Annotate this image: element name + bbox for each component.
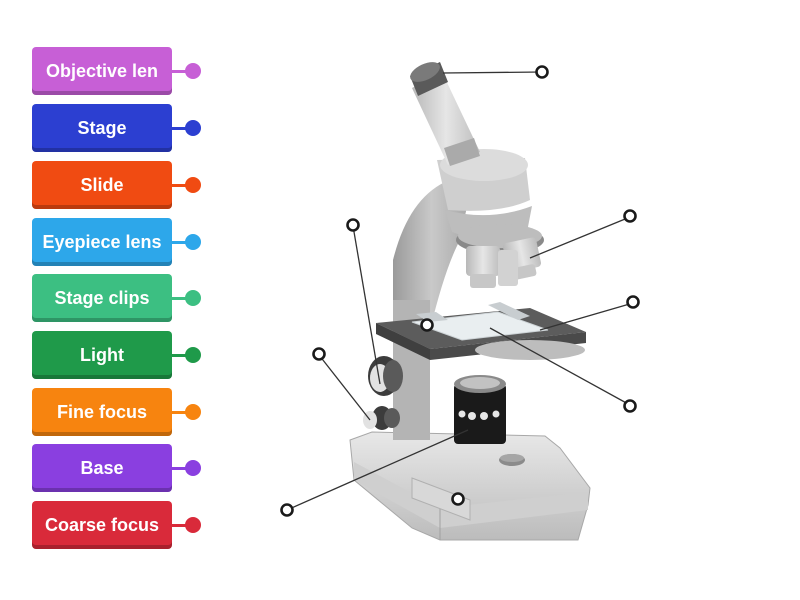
light-target[interactable] [280,503,294,517]
drag-handle-icon[interactable] [185,517,201,533]
microscope-base [349,431,591,541]
label-connector [172,354,190,357]
base-target[interactable] [451,492,465,506]
leader-line [352,225,381,385]
eyepiece-target[interactable] [535,65,549,79]
microscope-stage [376,302,586,360]
drag-handle-icon[interactable] [185,120,201,136]
leader-line [442,71,543,74]
stage-target[interactable] [626,295,640,309]
label-tile[interactable]: Stage clips [32,274,172,322]
microscope-objectives [456,224,544,288]
label-tile[interactable]: Slide [32,161,172,209]
fine-focus-target[interactable] [312,347,326,361]
drag-handle-icon[interactable] [185,177,201,193]
label-tile[interactable]: Coarse focus [32,501,172,549]
label-connector [172,411,190,414]
label-slide[interactable]: Slide [32,161,212,211]
label-stage-clips[interactable]: Stage clips [32,274,212,324]
stage-clip-target[interactable] [420,318,434,332]
label-base[interactable]: Base [32,444,212,494]
drop-targets [280,65,640,517]
drag-handle-icon[interactable] [185,63,201,79]
drag-handle-icon[interactable] [185,460,201,476]
label-connector [172,524,190,527]
label-tile[interactable]: Base [32,444,172,492]
drag-handle-icon[interactable] [185,290,201,306]
label-palette: Objective len Stage Slide Eyepiece lens … [0,0,220,600]
microscope-illustration [349,62,591,541]
label-fine-focus[interactable]: Fine focus [32,388,212,438]
leader-line [318,354,371,421]
label-connector [172,297,190,300]
label-connector [172,70,190,73]
label-connector [172,127,190,130]
label-tile[interactable]: Light [32,331,172,379]
label-connector [172,241,190,244]
microscope-light [454,375,506,444]
leader-line [286,429,469,511]
label-tile[interactable]: Stage [32,104,172,152]
slide-target[interactable] [623,399,637,413]
label-tile[interactable]: Objective len [32,47,172,95]
leader-line [539,302,634,331]
label-light[interactable]: Light [32,331,212,381]
drag-handle-icon[interactable] [185,347,201,363]
label-eyepiece-lens[interactable]: Eyepiece lens [32,218,212,268]
label-tile[interactable]: Fine focus [32,388,172,436]
coarse-focus-target[interactable] [346,218,360,232]
label-tile[interactable]: Eyepiece lens [32,218,172,266]
leader-line [489,327,631,406]
drag-handle-icon[interactable] [185,404,201,420]
label-coarse-focus[interactable]: Coarse focus [32,501,212,551]
microscope-eyepiece [410,62,480,166]
objective-target[interactable] [623,209,637,223]
leader-lines [286,71,634,511]
label-stage[interactable]: Stage [32,104,212,154]
label-connector [172,184,190,187]
drag-handle-icon[interactable] [185,234,201,250]
label-objective-lens[interactable]: Objective len [32,47,212,97]
label-connector [172,467,190,470]
leader-line [529,216,631,259]
